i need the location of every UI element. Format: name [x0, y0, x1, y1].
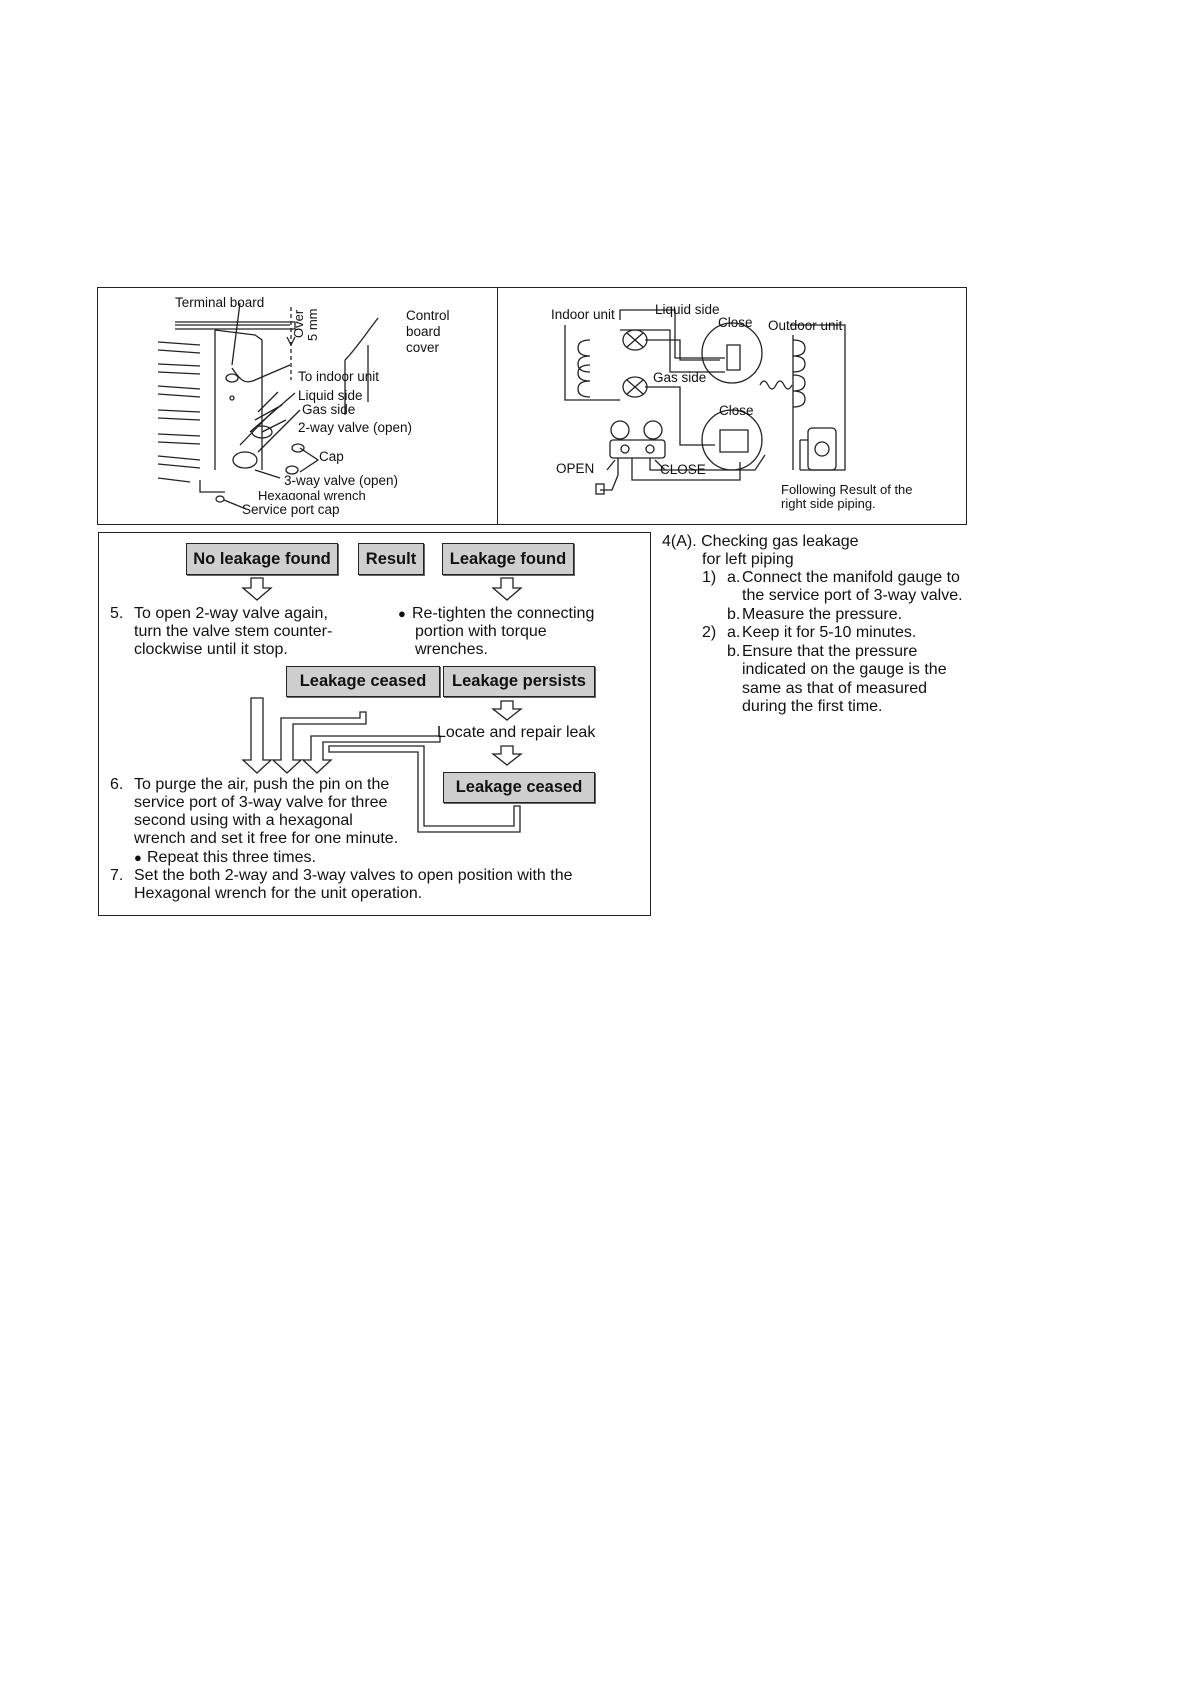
item2b-line2: indicated on the gauge is the: [742, 661, 947, 678]
over-label: Over: [291, 309, 306, 338]
close-top-label: Close: [718, 315, 753, 330]
leakage-found-box: Leakage found: [442, 543, 574, 575]
step6-line2: service port of 3-way valve for three: [134, 794, 388, 811]
figure-frame: [97, 287, 967, 525]
retighten-bullet: ●: [398, 606, 406, 621]
control-board-cover-label-2: board: [406, 324, 441, 339]
item2b-letter: b.: [727, 643, 741, 660]
leakage-ceased-box-2: Leakage ceased: [443, 772, 595, 803]
caption-line-2: right side piping.: [781, 496, 876, 511]
liquid-side-label-right: Liquid side: [655, 302, 720, 317]
section-heading-line1: 4(A). Checking gas leakage: [662, 533, 859, 550]
step6-number: 6.: [110, 776, 124, 793]
step5-line2: turn the valve stem counter-: [134, 623, 333, 640]
leakage-ceased-box: Leakage ceased: [286, 666, 440, 697]
item1a-line1: Connect the manifold gauge to: [742, 569, 960, 586]
open-label: OPEN: [556, 461, 595, 476]
three-way-valve-label: 3-way valve (open): [284, 473, 399, 488]
five-mm-label: 5 mm: [305, 308, 320, 342]
step6-line1: To purge the air, push the pin on the: [134, 776, 390, 793]
service-port-cap-label: Service port cap: [242, 502, 340, 517]
cap-label: Cap: [319, 449, 344, 464]
locate-repair-text: Locate and repair leak: [437, 724, 596, 741]
step7-line1: Set the both 2-way and 3-way valves to o…: [134, 867, 573, 884]
item1-number: 1): [702, 569, 717, 586]
step6-bullet: ●: [134, 850, 142, 865]
retighten-line3: wrenches.: [415, 641, 488, 658]
gas-side-label: Gas side: [302, 402, 356, 417]
to-indoor-unit-label: To indoor unit: [298, 369, 380, 384]
outdoor-unit-label: Outdoor unit: [768, 318, 843, 333]
item1a-line2: the service port of 3-way valve.: [742, 587, 963, 604]
item2b-line1: Ensure that the pressure: [742, 643, 918, 660]
indoor-unit-label: Indoor unit: [551, 307, 615, 322]
item1a-letter: a.: [727, 569, 741, 586]
section-heading-line2: for left piping: [702, 551, 794, 568]
leakage-persists-box: Leakage persists: [443, 666, 595, 697]
step6-line4: wrench and set it free for one minute.: [134, 830, 399, 847]
control-board-cover-label-3: cover: [406, 340, 440, 355]
step7-number: 7.: [110, 867, 124, 884]
item2a-letter: a.: [727, 624, 741, 641]
caption-line-1: Following Result of the: [781, 482, 913, 497]
item2b-line4: during the first time.: [742, 698, 883, 715]
hexagonal-wrench-label: Hexagonal wrench: [258, 489, 366, 500]
item2-number: 2): [702, 624, 717, 641]
no-leakage-found-box: No leakage found: [186, 543, 338, 575]
retighten-line2: portion with torque: [415, 623, 547, 640]
item1b-letter: b.: [727, 606, 741, 623]
item2b-line3: same as that of measured: [742, 680, 927, 697]
item2a-line1: Keep it for 5-10 minutes.: [742, 624, 917, 641]
close-label: CLOSE: [660, 462, 706, 477]
two-way-valve-label: 2-way valve (open): [298, 420, 413, 435]
step7-line2: Hexagonal wrench for the unit operation.: [134, 885, 423, 902]
step5-number: 5.: [110, 605, 124, 622]
liquid-side-label: Liquid side: [298, 388, 363, 403]
close-bottom-label: Close: [719, 403, 754, 418]
retighten-line1: Re-tighten the connecting: [412, 605, 595, 622]
flowchart-frame: [98, 532, 651, 916]
result-box: Result: [358, 543, 424, 575]
step6-line3: second using with a hexagonal: [134, 812, 353, 829]
item1b-line1: Measure the pressure.: [742, 606, 903, 623]
step5-line1: To open 2-way valve again,: [134, 605, 328, 622]
step5-line3: clockwise until it stop.: [134, 641, 288, 658]
control-board-cover-label-1: Control: [406, 308, 450, 323]
terminal-board-label: Terminal board: [175, 295, 265, 310]
figure-divider: [497, 287, 498, 525]
gas-side-label-right: Gas side: [653, 370, 707, 385]
step6-repeat: Repeat this three times.: [147, 849, 316, 866]
